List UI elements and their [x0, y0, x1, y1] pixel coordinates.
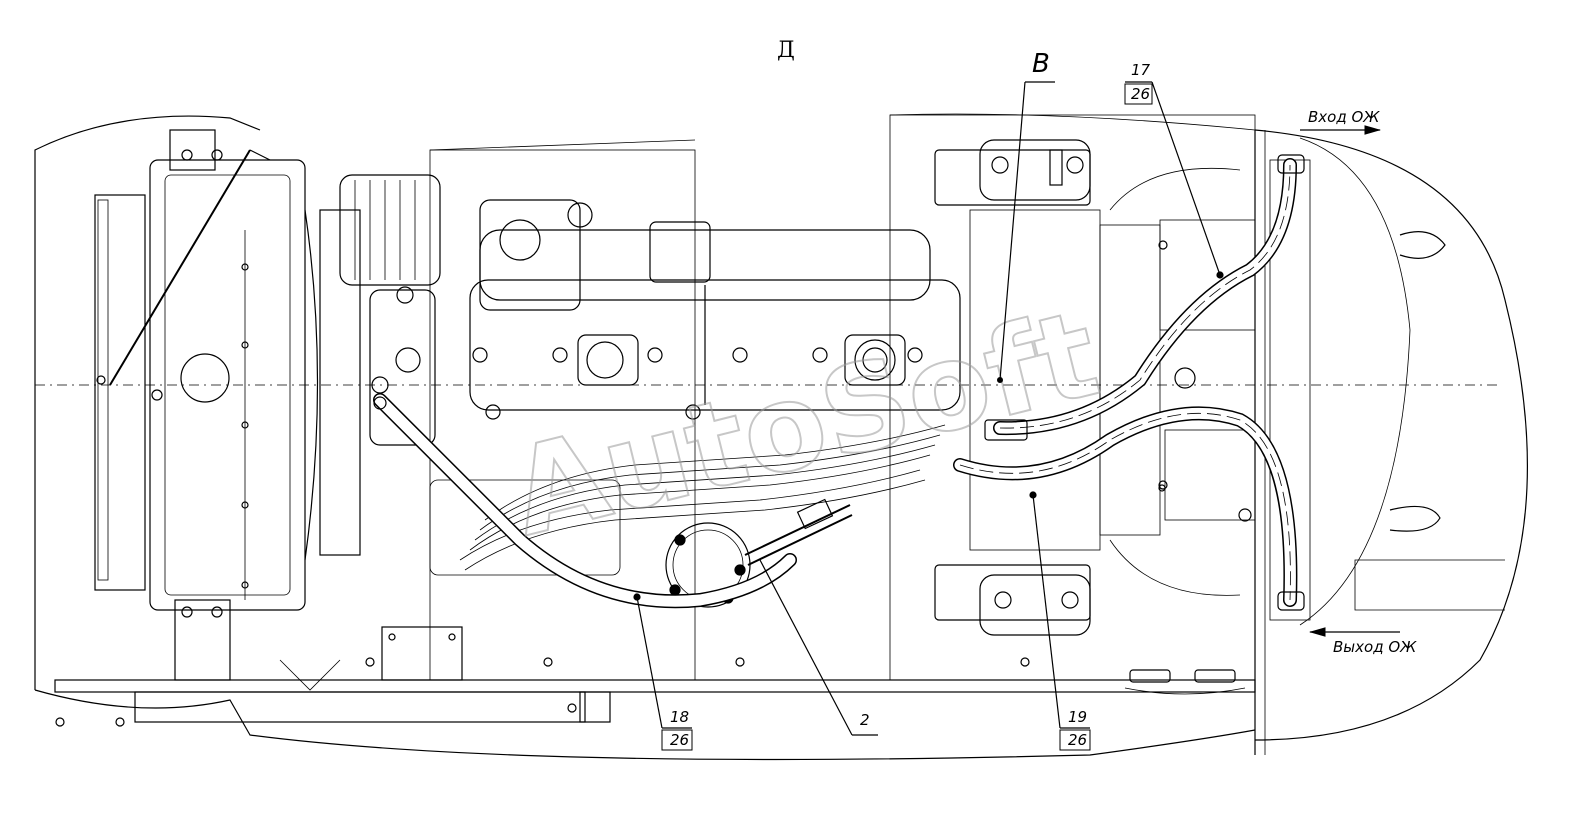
detail-label: B — [1032, 49, 1050, 79]
fan-hub — [180, 353, 230, 403]
radiator-shroud — [149, 159, 306, 611]
svg-text:26: 26 — [1131, 85, 1150, 103]
svg-text:18: 18 — [670, 708, 689, 726]
right-cowl-outline — [1254, 129, 1528, 741]
frame-outline — [34, 115, 261, 690]
alternator — [339, 174, 441, 286]
callout-19: 19 26 — [1032, 494, 1091, 751]
radiator-core — [94, 194, 146, 591]
coolant-out-label: Выход ОЖ — [1333, 638, 1417, 656]
coolant-in-label: Вход ОЖ — [1308, 108, 1380, 126]
callout-2: 2 — [759, 559, 878, 736]
callout-18: 18 26 — [636, 596, 693, 751]
transmission-housing — [889, 114, 1256, 681]
valve-cover — [469, 279, 961, 411]
engine-block-rear — [429, 149, 696, 681]
watermark: AutoSoft — [499, 285, 1111, 564]
view-label: Д — [777, 38, 795, 63]
fuel-pump — [429, 479, 621, 576]
svg-text:26: 26 — [670, 731, 689, 749]
svg-text:2: 2 — [860, 711, 870, 729]
frame-bottom-left — [34, 689, 1256, 761]
svg-text:26: 26 — [1068, 731, 1087, 749]
callout-17: 17 26 — [1124, 61, 1221, 276]
right-cowl-inner — [1299, 137, 1411, 626]
svg-text:19: 19 — [1068, 708, 1087, 726]
svg-text:17: 17 — [1131, 61, 1151, 79]
